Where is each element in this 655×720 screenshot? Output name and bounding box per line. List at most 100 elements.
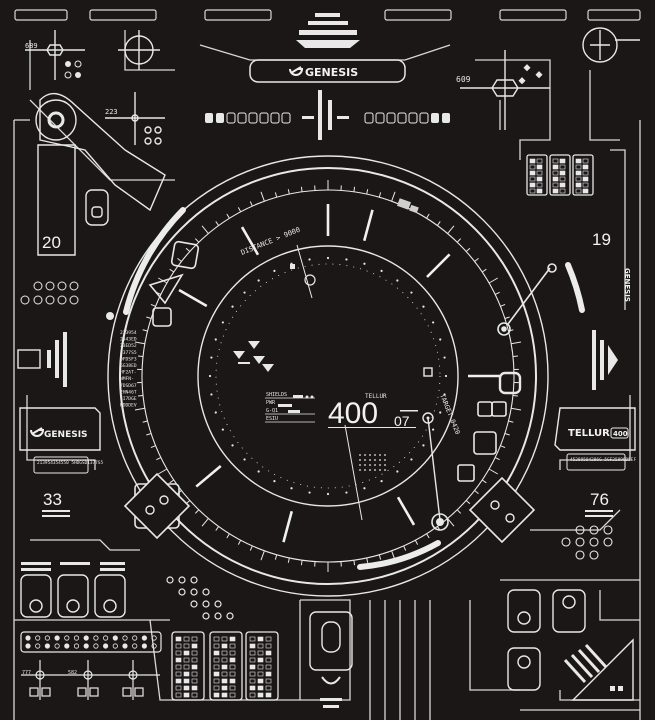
- tick: [456, 509, 462, 514]
- tick: [500, 303, 506, 307]
- bar-cell: [175, 636, 182, 642]
- ring-dot: [345, 491, 348, 494]
- bar-cell: [249, 636, 256, 642]
- grid-dot: [374, 454, 376, 456]
- number-33: 33: [43, 490, 62, 509]
- bar-cell: [229, 678, 236, 684]
- tick: [137, 394, 144, 397]
- bar-cell: [229, 643, 236, 649]
- inner-dot-grid: [359, 454, 386, 471]
- tick: [194, 238, 200, 243]
- tick: [185, 247, 191, 252]
- bar-cell: [529, 164, 536, 170]
- bottom-center-module[interactable]: [309, 611, 353, 708]
- ring-dot: [273, 480, 276, 483]
- ring-dot: [231, 305, 234, 308]
- grid-dot: [379, 464, 381, 466]
- dot-matrix-cells: [25, 635, 157, 649]
- grid-dot: [364, 454, 366, 456]
- radial-marker: [396, 496, 416, 526]
- top-chevron-stack: [296, 13, 360, 48]
- main-caption: TELLUR: [365, 393, 387, 400]
- tick: [488, 277, 498, 284]
- ring-dot: [443, 393, 446, 396]
- dots-left-row: [20, 281, 79, 305]
- ring-dot: [432, 321, 435, 324]
- ring-dot: [308, 491, 311, 494]
- bar-cell: [575, 158, 582, 164]
- right-dial-widgets[interactable]: [457, 263, 557, 482]
- tick: [465, 500, 471, 505]
- chip-right[interactable]: [468, 476, 536, 544]
- right-top-bar-module: [526, 154, 594, 196]
- ring-dot: [410, 458, 413, 461]
- grid-dot: [369, 454, 371, 456]
- grid-dot: [369, 459, 371, 461]
- tick: [134, 407, 145, 411]
- tick: [456, 238, 462, 243]
- top-brand-text: GENESIS: [305, 66, 358, 79]
- left-dial-widgets[interactable]: [148, 240, 200, 327]
- ring-dot: [221, 321, 224, 324]
- tick: [353, 560, 356, 566]
- tick: [426, 213, 430, 219]
- right-code-box: 45289584286G 5GF25896D5EF: [566, 453, 636, 471]
- tick: [215, 221, 220, 226]
- bar-cell: [191, 664, 198, 670]
- matrix-dot: [122, 643, 128, 649]
- matrix-dot: [73, 643, 80, 649]
- left-data-column: 2139542543ED33ED521377S5DFDSF36G38EDHF2A…: [120, 330, 137, 409]
- matrix-dot: [64, 635, 70, 641]
- data-column-item: FI7DGE: [120, 396, 137, 402]
- bar-cell: [257, 650, 264, 656]
- bar-cell: [221, 657, 228, 663]
- tick: [426, 533, 430, 539]
- top-genesis-badge[interactable]: GENESIS: [249, 59, 406, 83]
- small-number-582: 582: [68, 670, 77, 676]
- grid-dot: [359, 459, 361, 461]
- crosshair-top-right: [460, 27, 640, 130]
- radial-marker: [178, 288, 208, 308]
- ring-dot: [221, 428, 224, 431]
- tick: [512, 394, 519, 397]
- grid-dot: [369, 469, 371, 471]
- tick: [142, 329, 148, 332]
- matrix-dot: [112, 643, 118, 649]
- ring-dot: [208, 374, 212, 378]
- ring-dot: [308, 258, 311, 261]
- bar-cell: [575, 164, 582, 170]
- grid-dot: [369, 464, 371, 466]
- tick: [156, 457, 162, 461]
- tick: [137, 355, 144, 358]
- bar-cell: [221, 678, 228, 684]
- tick: [366, 557, 369, 563]
- bar-cell: [257, 657, 264, 663]
- grid-dot: [364, 469, 366, 471]
- ring-dot: [326, 492, 330, 496]
- bar-cell: [249, 692, 256, 698]
- pill-switch-left[interactable]: [85, 189, 109, 226]
- grid-dot: [379, 459, 381, 461]
- chip-left[interactable]: [123, 472, 191, 540]
- tick: [300, 186, 303, 192]
- right-bottom-modules[interactable]: [507, 589, 586, 691]
- right-dot-grid: [561, 525, 613, 560]
- tick: [511, 341, 522, 345]
- bar-cell: [191, 692, 198, 698]
- bar-cell: [175, 671, 182, 677]
- bar-cell: [183, 678, 190, 684]
- matrix-dot: [25, 643, 31, 649]
- bar-cell: [213, 671, 220, 677]
- bar-cell: [536, 158, 543, 164]
- tick: [142, 420, 148, 423]
- bar-cell: [575, 170, 582, 176]
- bar-cell: [529, 176, 536, 182]
- dial-needle[interactable]: [422, 412, 449, 531]
- lever-ring[interactable]: [35, 92, 166, 212]
- left-button-modules[interactable]: [20, 562, 126, 618]
- bar-cell: [213, 636, 220, 642]
- bar-cell: [552, 164, 559, 170]
- tick: [158, 468, 168, 475]
- bar-cell: [257, 636, 264, 642]
- tick: [169, 268, 175, 273]
